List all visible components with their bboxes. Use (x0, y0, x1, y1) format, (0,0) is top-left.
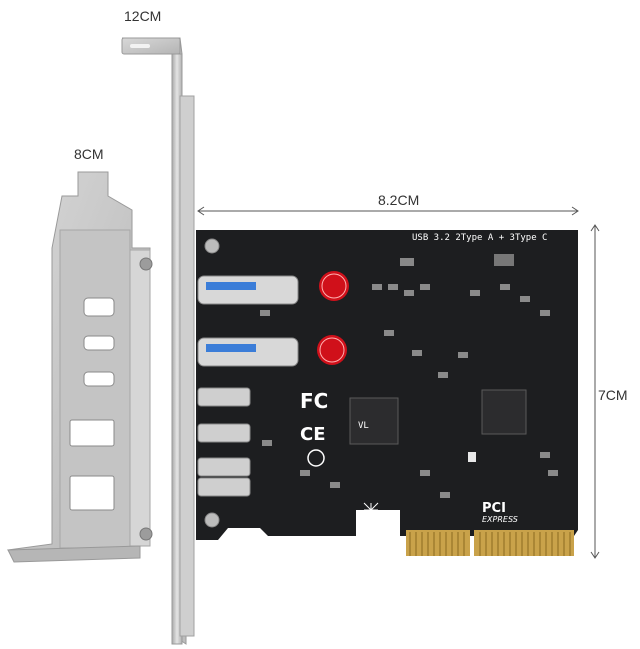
bracket-cutout (69, 419, 115, 447)
pci-express-logo-text: EXPRESS (482, 515, 518, 524)
pcie-switch-chip (481, 389, 527, 435)
bracket-cutout (83, 297, 115, 317)
usb-controller-chip (349, 397, 399, 445)
capacitor (319, 271, 349, 301)
chip-marking: VL (358, 421, 369, 431)
weee-bin-icon (363, 502, 379, 518)
height-dimension-line (590, 224, 600, 559)
full-height-bracket (121, 37, 195, 645)
ce-logo: CE (300, 424, 326, 445)
fcc-logo: FC (300, 389, 328, 413)
low-profile-bracket-dimension-label: 8CM (74, 146, 104, 162)
usb-a-port (197, 423, 251, 443)
usb-a-port (197, 457, 251, 477)
rohs-logo (307, 449, 325, 467)
usb-a-port (197, 477, 251, 497)
pci-logo-text: PCI (482, 501, 506, 516)
board-title-silkscreen: USB 3.2 2Type A + 3Type C (412, 233, 547, 243)
usb-a-port (197, 387, 251, 407)
bracket-cutout (69, 475, 115, 511)
full-bracket-dimension-label: 12CM (124, 8, 162, 24)
capacitor (317, 335, 347, 365)
width-dimension-line (197, 206, 579, 216)
low-profile-bracket (6, 171, 153, 563)
bracket-cutout (83, 335, 115, 351)
pcb-board (196, 230, 578, 556)
bracket-cutout (83, 371, 115, 387)
board-width-dimension-label: 8.2CM (378, 192, 420, 208)
board-height-dimension-label: 7CM (598, 387, 628, 403)
